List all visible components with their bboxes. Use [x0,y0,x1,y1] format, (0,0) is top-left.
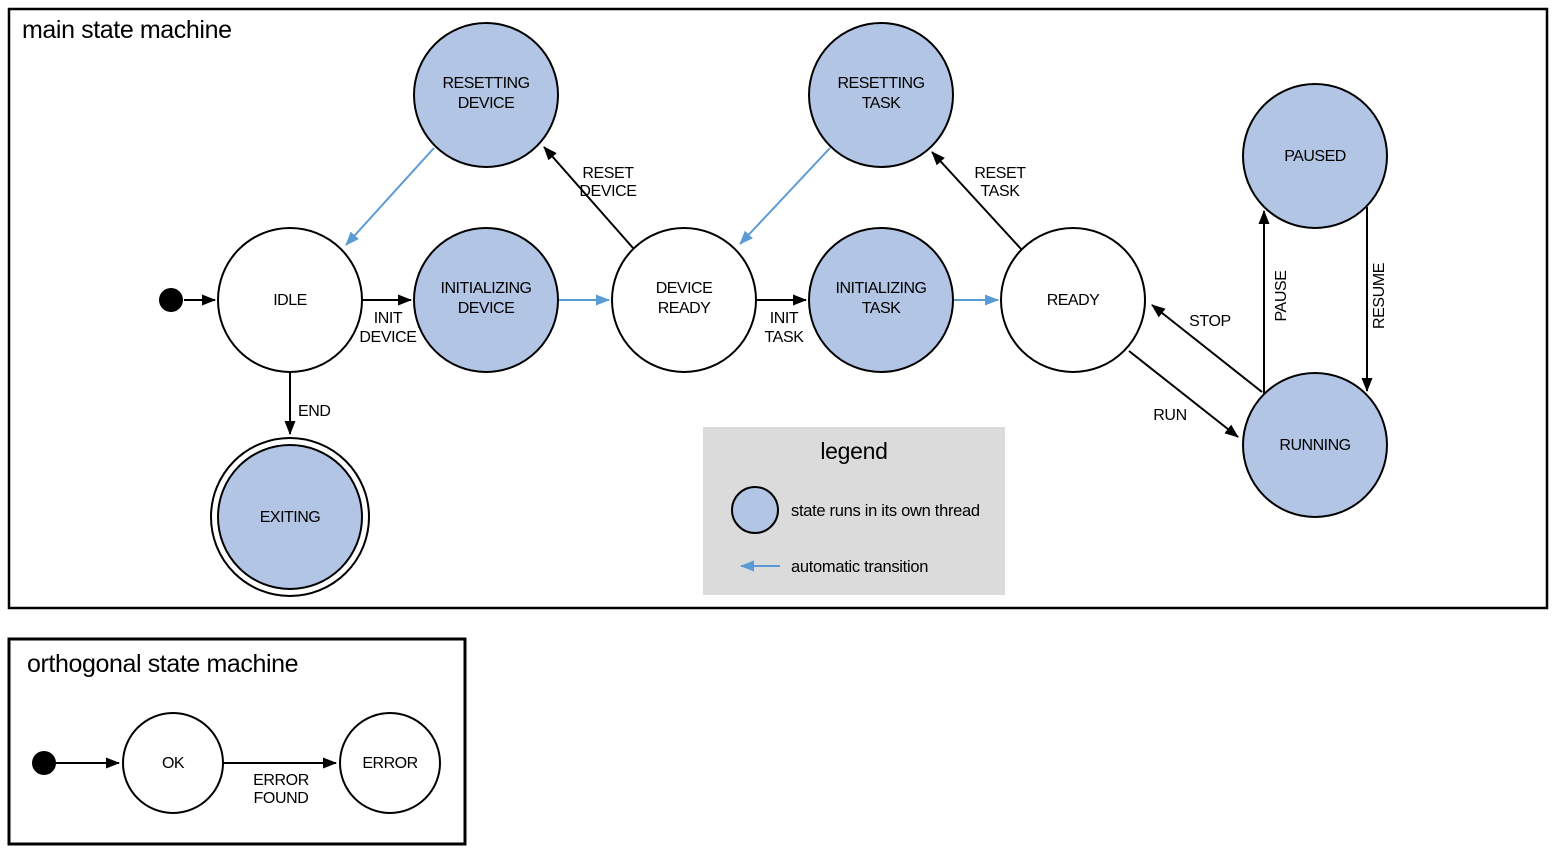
state-initializing-device-circle [413,227,559,373]
state-running-circle [1242,372,1388,518]
edge-auto-resetting-task-done [739,147,831,245]
edge-label-stop: STOP [1189,313,1231,330]
state-resetting-device-label: RESETTING [442,75,529,92]
main-title: main state machine [22,16,232,44]
state-initializing-device: INITIALIZING DEVICE [413,227,559,373]
legend-thread-label: state runs in its own thread [791,502,980,520]
state-resetting-task: RESETTING TASK [808,22,954,168]
state-initializing-task-label: TASK [862,300,901,317]
state-exiting-inner-circle [217,444,363,590]
edge-label-init-device: INIT [374,310,403,327]
orthogonal-initial-state-dot [32,751,56,775]
state-ok: OK [122,712,224,814]
state-ok-label: OK [162,755,185,772]
edge-run [1128,350,1239,438]
edge-label-resume: RESUME [1371,263,1388,329]
state-idle: IDLE [217,227,363,373]
main-state-machine: main state machine INIT DEVICE RESET DEV… [7,7,1549,610]
edge-label-pause: PAUSE [1273,270,1290,321]
state-idle-circle [217,227,363,373]
edge-label-init-task: TASK [764,329,804,346]
state-error-label: ERROR [362,755,417,772]
state-ready-label: READY [1047,292,1100,309]
state-exiting-final: EXITING [210,437,370,597]
state-resetting-task-label: RESETTING [837,75,924,92]
state-ok-circle [122,712,224,814]
edge-label-end: END [298,403,331,420]
edge-reset-task [931,151,1023,251]
edge-label-run: RUN [1153,407,1186,424]
edge-label-error-found: FOUND [254,790,309,807]
state-resetting-device-circle [413,22,559,168]
state-device-ready: DEVICE READY [611,227,757,373]
legend-threaded-state-icon [731,486,779,534]
orthogonal-title: orthogonal state machine [27,650,298,678]
edge-label-reset-task: TASK [980,183,1020,200]
state-resetting-device-label: DEVICE [458,95,515,112]
edge-stop [1151,304,1263,393]
state-ready: READY [1000,227,1146,373]
state-initializing-device-label: INITIALIZING [441,280,532,297]
state-idle-label: IDLE [273,292,307,309]
state-initializing-task-label: INITIALIZING [836,280,927,297]
state-running: RUNNING [1242,372,1388,518]
edge-label-error-found: ERROR [253,772,309,789]
state-running-label: RUNNING [1279,437,1350,454]
state-paused-label: PAUSED [1284,148,1346,165]
legend: legend state runs in its own thread auto… [703,427,1005,595]
state-exiting-label: EXITING [260,509,321,526]
state-initializing-device-label: DEVICE [458,300,515,317]
edge-auto-resetting-device-done [345,147,435,246]
legend-auto-label: automatic transition [791,558,928,576]
state-resetting-device: RESETTING DEVICE [413,22,559,168]
state-device-ready-label: READY [658,300,711,317]
state-paused: PAUSED [1242,83,1388,229]
state-paused-circle [1242,83,1388,229]
state-device-ready-circle [611,227,757,373]
edge-label-reset-device: RESET [582,165,634,182]
state-initializing-task: INITIALIZING TASK [808,227,954,373]
state-resetting-task-label: TASK [862,95,901,112]
state-device-ready-label: DEVICE [656,280,713,297]
legend-title: legend [820,438,887,464]
state-error: ERROR [339,712,441,814]
edge-reset-device [543,146,634,249]
state-resetting-task-circle [808,22,954,168]
state-initializing-task-circle [808,227,954,373]
edge-label-reset-task: RESET [974,165,1026,182]
orthogonal-state-machine: orthogonal state machine ERROR FOUND OK … [7,637,467,846]
edge-label-reset-device: DEVICE [579,183,636,200]
state-error-circle [339,712,441,814]
state-ready-circle [1000,227,1146,373]
edge-label-init-device: DEVICE [359,329,416,346]
edge-label-init-task: INIT [770,310,799,327]
initial-state-dot [159,288,183,312]
